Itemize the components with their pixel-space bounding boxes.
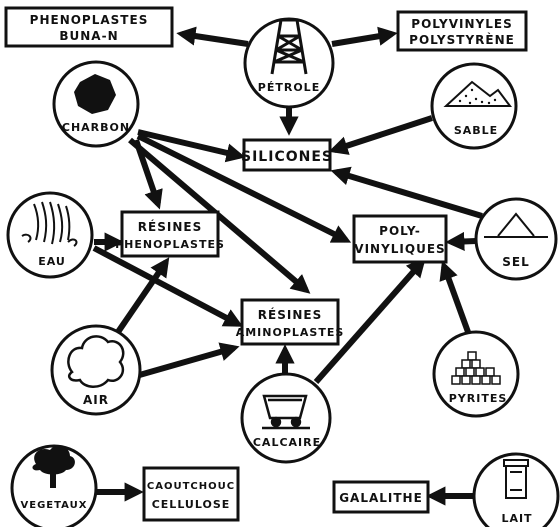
coal-icon: [74, 74, 116, 114]
phenoplastes-label: PHENOPLASTES: [30, 13, 149, 27]
sable-label: SABLE: [454, 124, 498, 137]
cloud-icon: [67, 335, 125, 388]
product-polyvinyliques: POLY- VINYLIQUES: [352, 214, 448, 264]
milk-can-icon: [503, 459, 529, 499]
product-polyvinyles: POLYVINYLES POLYSTYRÈNE: [396, 10, 528, 52]
polyvinyliques-label-1: POLY-: [379, 224, 421, 238]
polystyrene-label: POLYSTYRÈNE: [409, 32, 515, 47]
polyvinyliques-label-2: VINYLIQUES: [354, 242, 445, 256]
source-lait: LAIT: [472, 452, 560, 527]
resines-pheno-label-1: RÉSINES: [138, 219, 202, 234]
arrows: [92, 26, 483, 506]
arrow-pyrites-polyvinyliques: [439, 260, 471, 334]
source-eau: EAU: [6, 191, 94, 279]
silicones-label: SILICONES: [241, 149, 333, 165]
source-petrole: PÉTROLE: [243, 17, 335, 109]
arrow-petrole-polyvinyles: [331, 26, 398, 47]
arrow-charbon-polyvinyliques: [136, 133, 352, 243]
sel-label: SEL: [502, 255, 530, 269]
eau-label: EAU: [38, 255, 66, 268]
product-galalithe: GALALITHE: [332, 480, 430, 514]
petrole-label: PÉTROLE: [258, 81, 320, 94]
arrow-air-resines-pheno: [115, 257, 170, 334]
source-pyrites: PYRITES: [432, 330, 520, 418]
source-sel: SEL: [474, 197, 558, 281]
arrow-charbon-silicones: [137, 129, 246, 163]
salt-pile-icon: [484, 212, 548, 238]
source-calcaire: CALCAIRE: [240, 372, 332, 464]
vegetaux-label: VEGETAUX: [21, 500, 88, 511]
pyrites-label: PYRITES: [449, 392, 508, 405]
resines-amino-label-2: AMINOPLASTES: [236, 326, 345, 339]
arrow-sable-silicones: [328, 115, 433, 155]
polyvinyles-label: POLYVINYLES: [411, 17, 512, 31]
arrow-air-resines-amino: [135, 342, 240, 379]
tree-icon: [32, 445, 75, 488]
minecart-icon: [262, 394, 310, 430]
product-phenoplastes-buna: PHENOPLASTES BUNA-N: [4, 6, 174, 48]
product-resines-phenoplastes: RÉSINES PHENOPLASTES: [115, 210, 225, 258]
water-icon: [21, 201, 78, 247]
pyrite-cubes-icon: [451, 351, 501, 385]
resines-amino-label-1: RÉSINES: [258, 307, 322, 322]
arrow-petrole-phenoplastes: [176, 26, 249, 47]
caoutchouc-label: CAOUTCHOUC: [147, 481, 235, 492]
lait-label: LAIT: [501, 512, 532, 525]
product-resines-aminoplastes: RÉSINES AMINOPLASTES: [236, 298, 345, 346]
source-charbon: CHARBON: [52, 60, 140, 148]
air-label: AIR: [83, 393, 109, 407]
galalithe-label: GALALITHE: [339, 491, 423, 505]
source-air: AIR: [50, 324, 142, 416]
buna-label: BUNA-N: [59, 29, 118, 43]
sand-pile-icon: [443, 80, 512, 107]
arrow-eau-resines-amino: [92, 245, 244, 327]
arrow-sel-polyvinyliques: [445, 231, 477, 252]
arrow-calcaire-polyvinyliques: [313, 257, 426, 384]
calcaire-label: CALCAIRE: [253, 436, 321, 449]
source-vegetaux: VEGETAUX: [10, 444, 98, 527]
derrick-icon: [270, 18, 308, 75]
cellulose-label: CELLULOSE: [152, 498, 231, 511]
charbon-label: CHARBON: [62, 121, 130, 134]
source-sable: SABLE: [430, 62, 518, 150]
arrow-sel-silicones: [330, 166, 483, 219]
product-caoutchouc-cellulose: CAOUTCHOUC CELLULOSE: [142, 466, 240, 522]
product-silicones: SILICONES: [241, 138, 333, 172]
resines-pheno-label-2: PHENOPLASTES: [115, 238, 225, 251]
